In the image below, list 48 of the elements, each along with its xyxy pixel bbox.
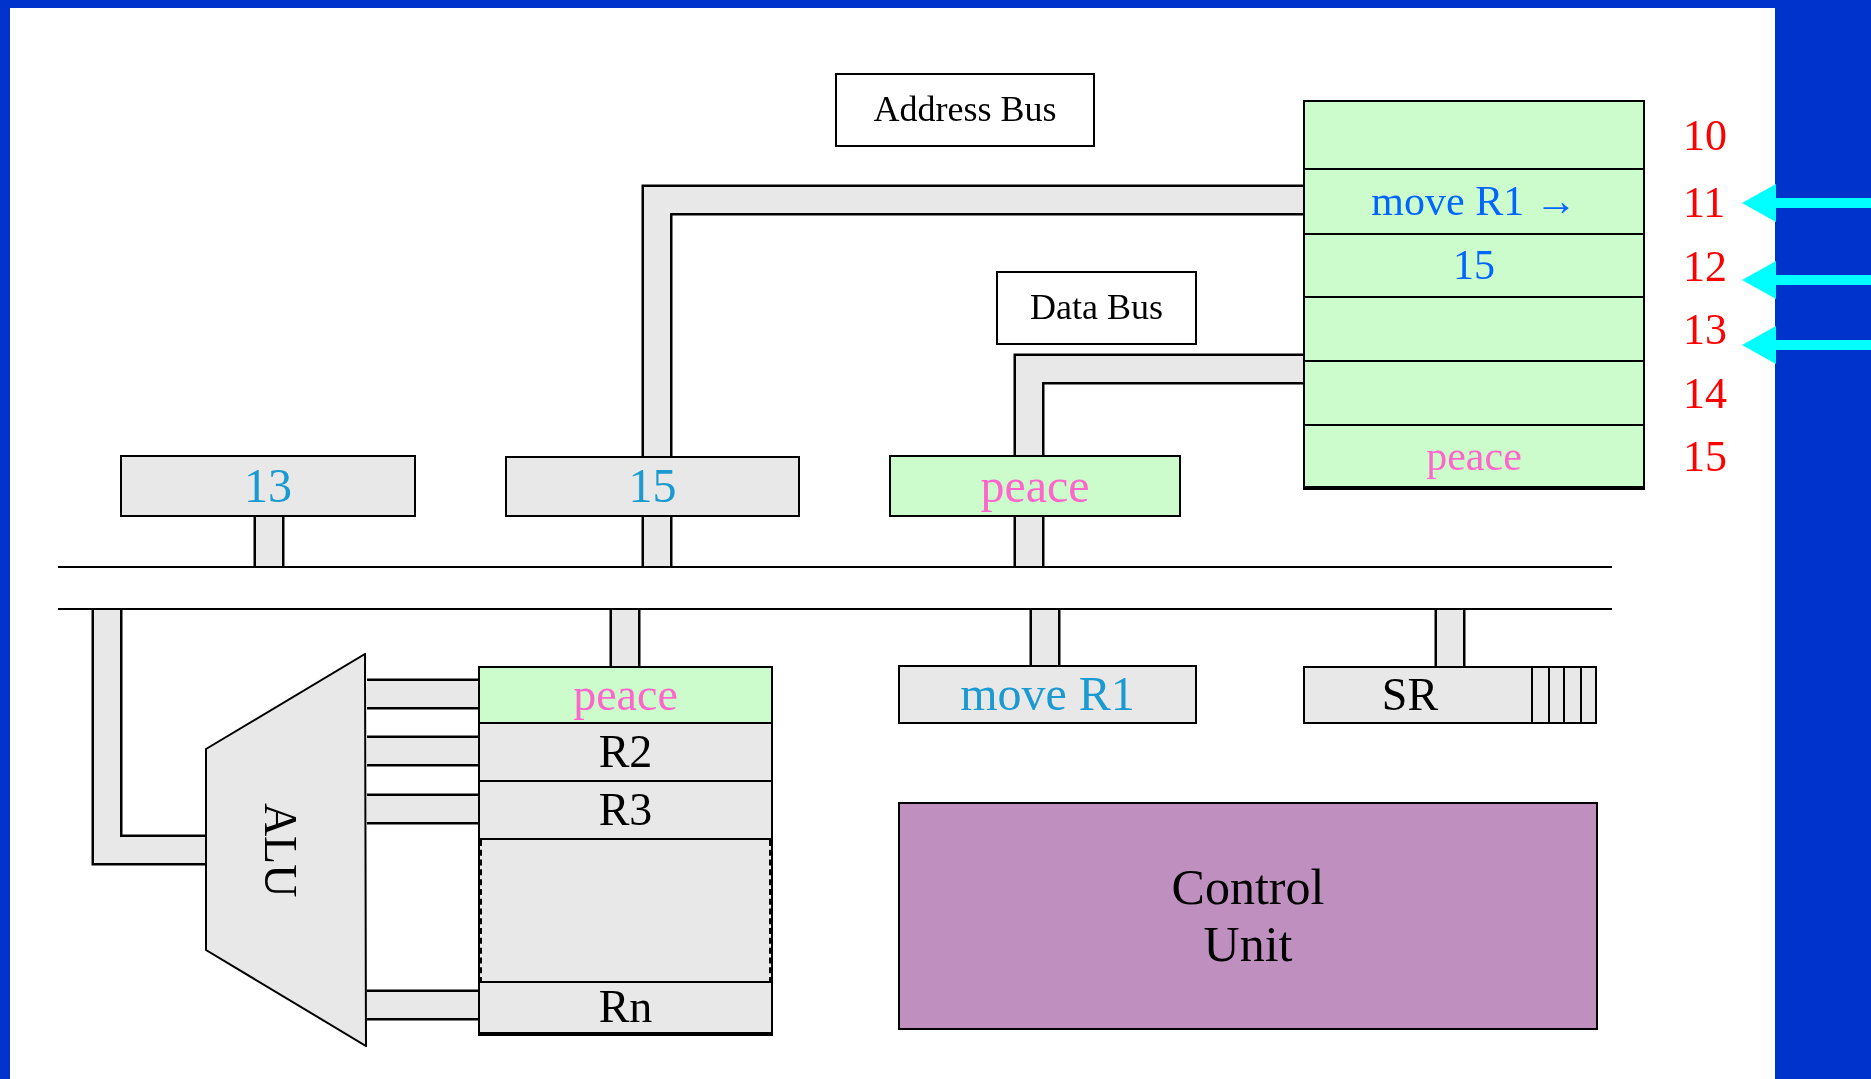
bus-label-box (996, 271, 1197, 345)
bus-connector (1013, 517, 1045, 566)
address-number: 10 (1683, 114, 1727, 158)
address-number: 13 (1683, 308, 1727, 352)
register-cell (480, 840, 771, 983)
bus-connector (1013, 353, 1305, 455)
memory-content: peace (1426, 433, 1522, 479)
register-box (889, 455, 1181, 517)
register-box (898, 665, 1197, 724)
register-value: peace (573, 670, 678, 720)
register-name: R2 (598, 727, 653, 777)
register-value: 15 (628, 461, 677, 512)
bus-connector (253, 517, 285, 566)
bus-connector (609, 610, 641, 668)
alu-label: ALU (255, 802, 305, 898)
register-file (478, 666, 773, 1036)
address-number: 14 (1683, 372, 1727, 416)
register-cell (480, 668, 771, 724)
bus-connector (91, 610, 205, 866)
bus-connector (641, 517, 673, 566)
register-value: move R1 (960, 669, 1135, 720)
control-unit-label: Control Unit (1170, 858, 1326, 974)
address-number: 11 (1683, 180, 1726, 225)
bus-label: Data Bus (1030, 289, 1163, 327)
register-name: R3 (598, 785, 653, 835)
control-unit-box (898, 802, 1598, 1030)
alu-block (205, 653, 367, 1047)
bus-connector (367, 735, 480, 767)
bus-label: Address Bus (873, 91, 1057, 129)
bus-connector (1029, 610, 1061, 665)
memory-content: move R1 → (1371, 179, 1577, 224)
address-number: 12 (1683, 244, 1727, 289)
register-name: SR (1381, 670, 1439, 720)
status-register (1303, 666, 1597, 724)
memory-content: 15 (1453, 243, 1495, 288)
bus-connector (1434, 610, 1466, 666)
bus-line (58, 566, 1612, 610)
register-value: peace (980, 460, 1090, 512)
register-box (120, 455, 416, 517)
bus-connector (641, 184, 1305, 456)
bus-connector (367, 793, 480, 825)
register-name: Rn (598, 983, 653, 1032)
bus-connector (367, 989, 480, 1021)
address-number: 15 (1683, 435, 1727, 479)
register-box (505, 456, 800, 517)
bus-connector (367, 678, 480, 710)
bus-label-box (835, 73, 1095, 147)
register-value: 13 (244, 460, 292, 512)
